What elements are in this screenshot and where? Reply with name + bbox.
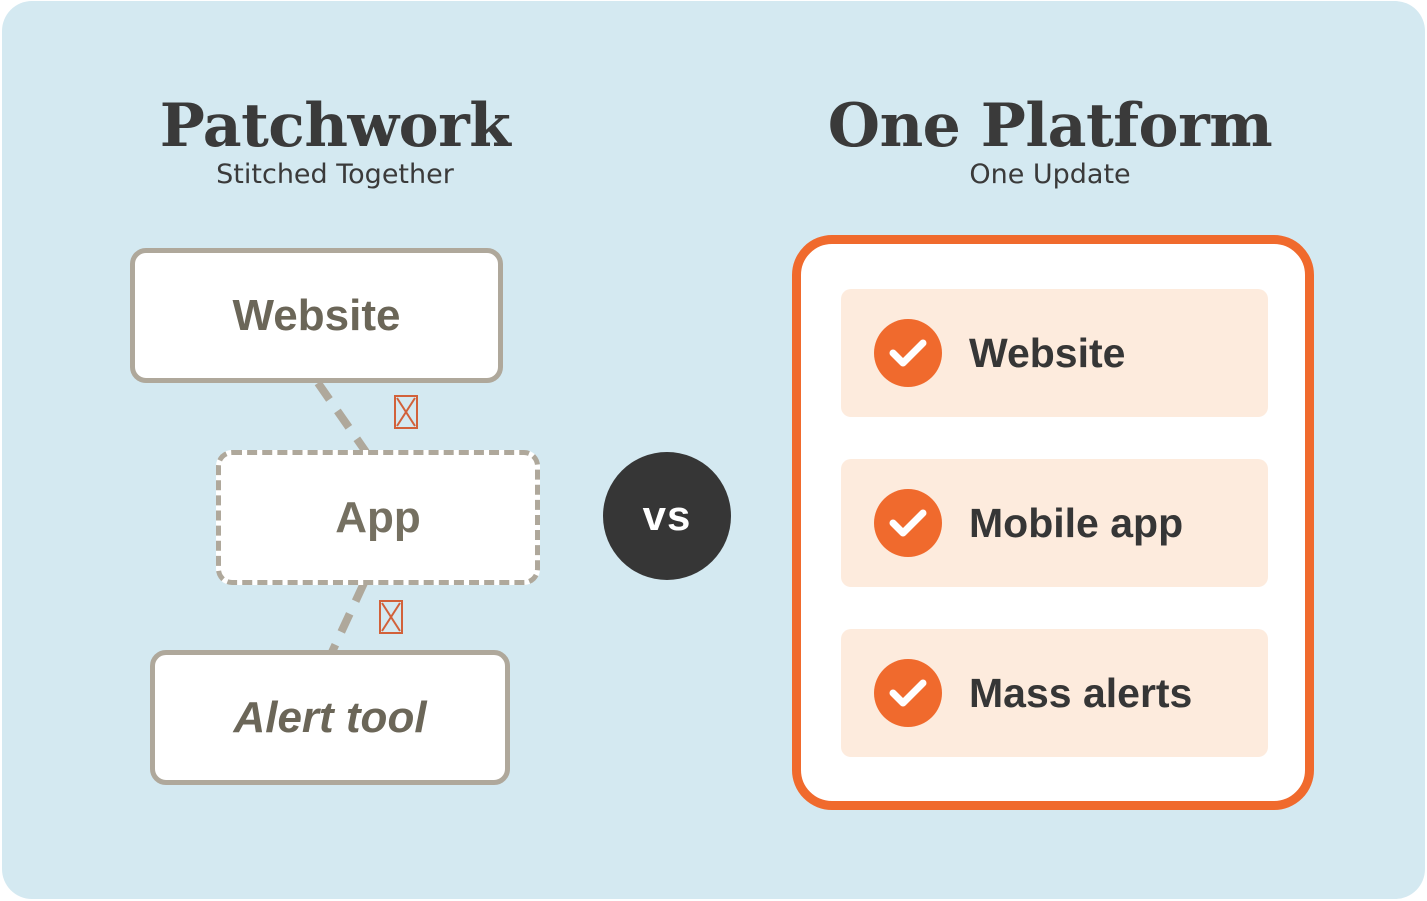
feature-website: Website — [841, 289, 1268, 417]
connector-website-app — [314, 380, 370, 455]
patchwork-subtitle: Stitched Together — [216, 159, 454, 190]
check-circle-icon — [874, 659, 942, 727]
one-platform-subtitle: One Update — [969, 159, 1131, 190]
feature-label: Website — [969, 329, 1126, 376]
patchwork-box-alert-tool: Alert tool — [150, 650, 510, 785]
check-circle-icon — [874, 489, 942, 557]
connector-app-alert — [328, 581, 368, 654]
feature-label: Mass alerts — [969, 669, 1193, 716]
one-platform-card: Website Mobile app Mass alerts — [792, 235, 1314, 810]
broken-link-icon — [379, 600, 403, 634]
patchwork-box-website: Website — [130, 248, 503, 383]
one-platform-heading: One Platform One Update — [790, 92, 1310, 190]
check-circle-icon — [874, 319, 942, 387]
patchwork-box-app: App — [216, 450, 540, 585]
patchwork-title: Patchwork — [159, 91, 511, 161]
vs-label: vs — [642, 492, 692, 539]
feature-mobile-app: Mobile app — [841, 459, 1268, 587]
patchwork-heading: Patchwork Stitched Together — [115, 92, 555, 190]
feature-label: Mobile app — [969, 499, 1184, 546]
one-platform-title: One Platform — [827, 91, 1273, 161]
vs-badge: vs — [603, 452, 731, 580]
feature-mass-alerts: Mass alerts — [841, 629, 1268, 757]
broken-link-icon — [394, 395, 418, 429]
